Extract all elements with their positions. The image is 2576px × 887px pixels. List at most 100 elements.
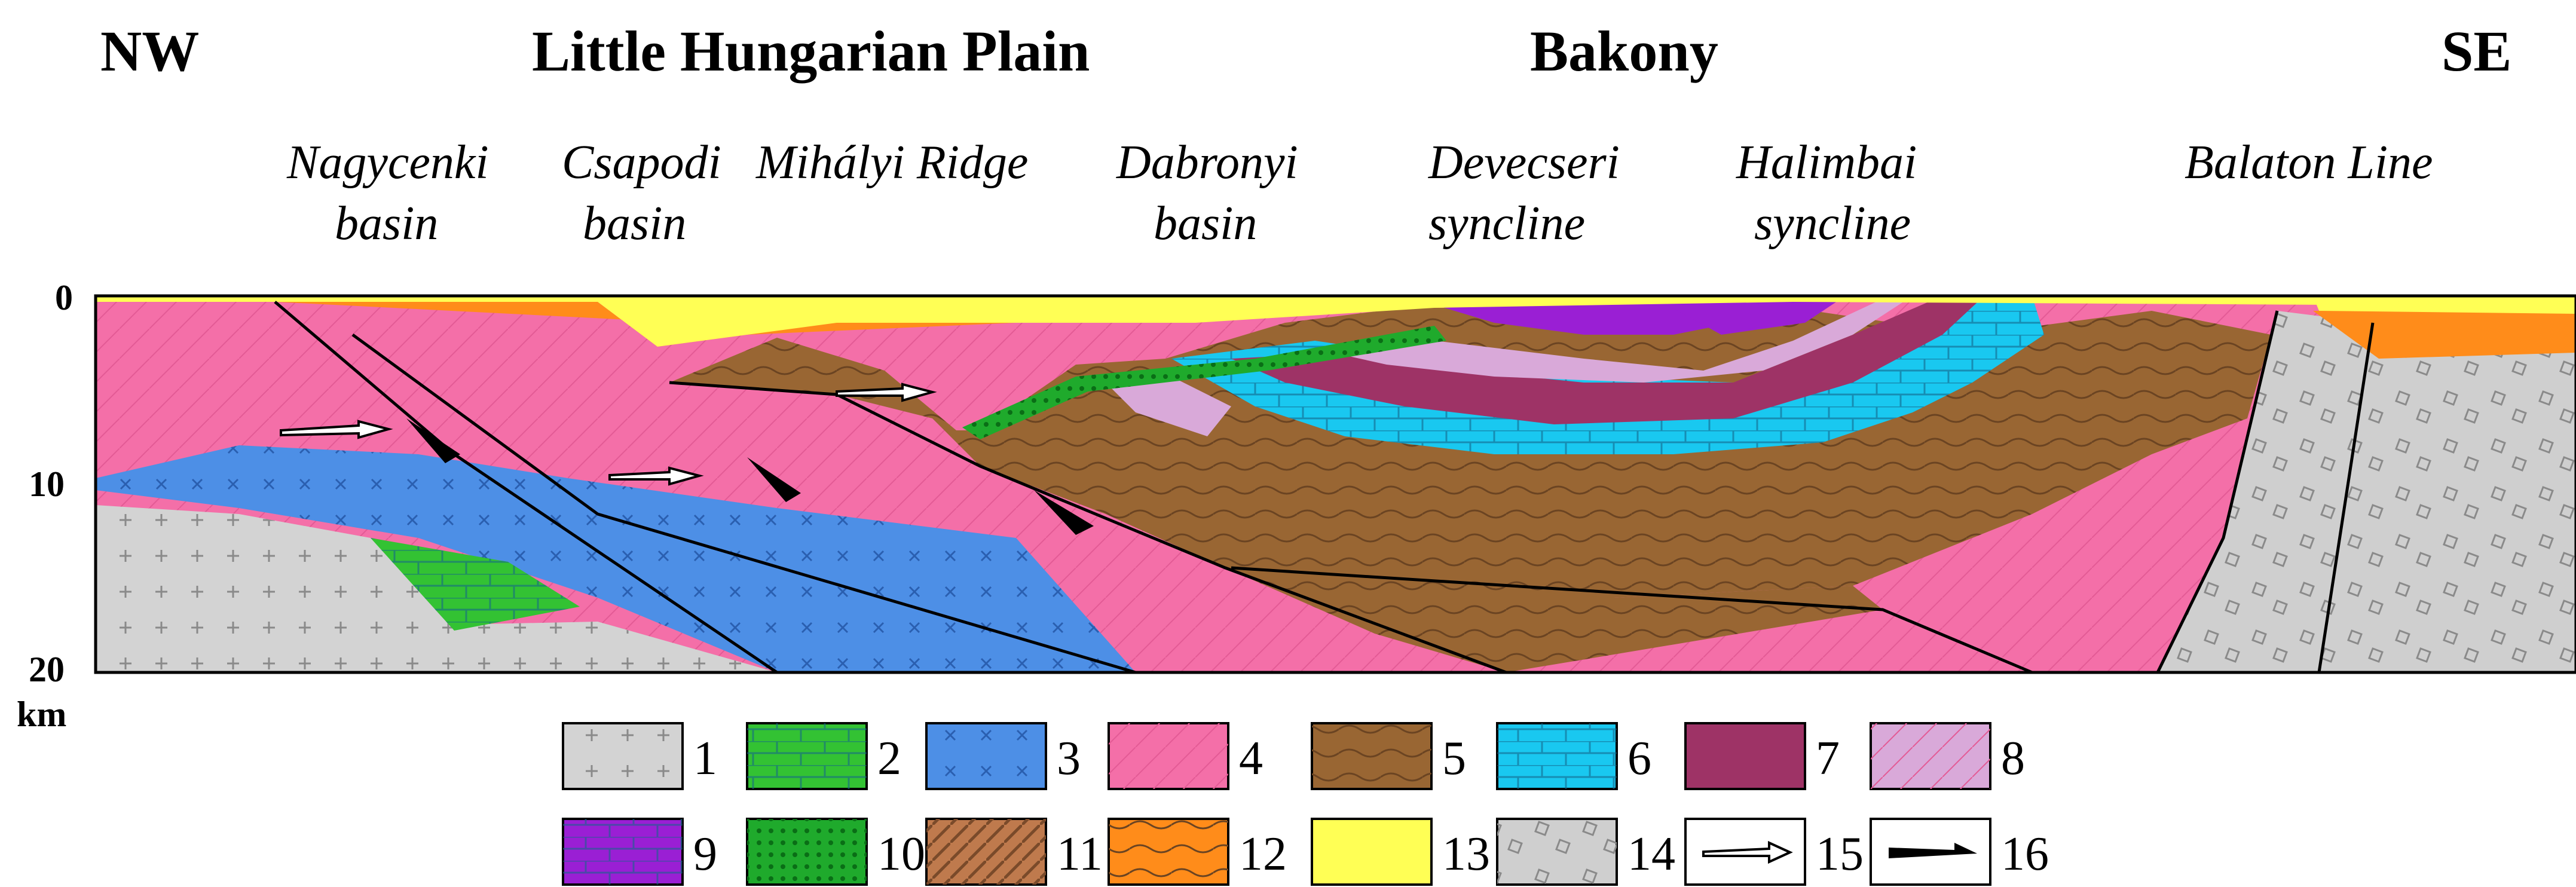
se-label: SE bbox=[2442, 19, 2511, 83]
svg-text:syncline: syncline bbox=[1428, 197, 1585, 250]
svg-text:basin: basin bbox=[583, 197, 686, 250]
unit-9-right bbox=[1662, 299, 1841, 335]
solid-arrow bbox=[1034, 490, 1094, 535]
legend-swatch-pattern bbox=[1109, 819, 1228, 885]
legend-swatch-pattern bbox=[747, 723, 867, 789]
legend-number: 2 bbox=[877, 732, 901, 785]
location-halimbai: Halimbai syncline bbox=[1736, 136, 1917, 250]
legend-item-4: 4 bbox=[1108, 722, 1263, 790]
legend-number: 12 bbox=[1239, 828, 1287, 880]
legend-swatch bbox=[1311, 818, 1433, 886]
legend-swatch-pattern bbox=[1109, 723, 1228, 789]
legend-item-11: 11 bbox=[925, 818, 1103, 886]
legend-swatch-pattern bbox=[563, 723, 683, 789]
svg-text:km: km bbox=[17, 695, 66, 734]
legend-swatch-pattern bbox=[1497, 819, 1617, 885]
legend-number: 14 bbox=[1627, 828, 1675, 880]
open-arrow bbox=[836, 383, 937, 402]
legend-item-2: 2 bbox=[746, 722, 901, 790]
svg-text:Csapodi: Csapodi bbox=[562, 136, 721, 189]
location-csapodi: Csapodi basin bbox=[562, 136, 721, 250]
unit-3-pattern bbox=[96, 445, 1136, 672]
legend-item-9: 9 bbox=[562, 818, 717, 886]
location-balaton: Balaton Line bbox=[2185, 136, 2433, 189]
legend-number: 5 bbox=[1442, 732, 1466, 785]
legend-number: 9 bbox=[693, 828, 717, 880]
open-arrow bbox=[608, 466, 704, 486]
fault-line bbox=[351, 333, 1136, 674]
unit-14-pattern bbox=[2158, 311, 2576, 672]
legend-number: 1 bbox=[693, 732, 717, 785]
legend-number: 13 bbox=[1442, 828, 1490, 880]
unit-8-left bbox=[1106, 377, 1231, 436]
legend-swatch bbox=[1684, 722, 1806, 790]
open-arrow-icon bbox=[1702, 840, 1793, 864]
svg-text:10: 10 bbox=[29, 464, 65, 504]
legend-number: 6 bbox=[1627, 732, 1651, 785]
fault-line bbox=[1231, 566, 2033, 674]
unit-2-pattern bbox=[371, 538, 580, 631]
depth-axis: 0 10 20 km bbox=[17, 278, 73, 734]
open-arrow bbox=[280, 420, 393, 439]
location-nagycenki: Nagycenki basin bbox=[286, 136, 489, 250]
location-devecseri: Devecseri syncline bbox=[1428, 136, 1620, 250]
plain-label: Little Hungarian Plain bbox=[532, 19, 1090, 83]
legend-item-13: 13 bbox=[1311, 818, 1490, 886]
unit-13-right bbox=[2313, 296, 2576, 314]
legend-number: 16 bbox=[2001, 828, 2049, 880]
solid-arrow-icon bbox=[1889, 843, 1977, 858]
fault-line bbox=[2317, 322, 2375, 673]
svg-text:Devecseri: Devecseri bbox=[1428, 136, 1620, 189]
legend-item-1: 1 bbox=[562, 722, 717, 790]
svg-text:syncline: syncline bbox=[1754, 197, 1911, 250]
legend-number: 15 bbox=[1816, 828, 1864, 880]
solid-arrow bbox=[747, 457, 801, 502]
legend-number: 11 bbox=[1057, 828, 1103, 880]
unit-10-pattern bbox=[962, 326, 1446, 439]
svg-text:Halimbai: Halimbai bbox=[1736, 136, 1917, 189]
legend-item-12: 12 bbox=[1108, 818, 1287, 886]
legend-swatch-pattern bbox=[563, 819, 683, 885]
svg-text:basin: basin bbox=[1154, 197, 1257, 250]
legend-number: 3 bbox=[1057, 732, 1081, 785]
fault-line bbox=[669, 381, 1507, 674]
solid-arrow bbox=[406, 418, 460, 463]
legend-swatch-pattern bbox=[1497, 723, 1617, 789]
location-mihalyi: Mihályi Ridge bbox=[755, 136, 1028, 189]
legend-item-14: 14 bbox=[1496, 818, 1675, 886]
legend-item-6: 6 bbox=[1496, 722, 1651, 790]
legend-number: 7 bbox=[1816, 732, 1840, 785]
legend-swatch-pattern bbox=[926, 819, 1046, 885]
legend-number: 4 bbox=[1239, 732, 1263, 785]
unit-12-right bbox=[2313, 311, 2576, 359]
unit-13-cover bbox=[96, 296, 2576, 347]
svg-text:Mihályi Ridge: Mihályi Ridge bbox=[755, 136, 1028, 189]
legend-item-7: 7 bbox=[1684, 722, 1840, 790]
svg-text:basin: basin bbox=[335, 197, 438, 250]
svg-text:Nagycenki: Nagycenki bbox=[286, 136, 489, 189]
legend-number: 10 bbox=[877, 828, 925, 880]
legend-number: 8 bbox=[2001, 732, 2025, 785]
svg-text:0: 0 bbox=[55, 278, 73, 317]
legend-item-16: 16 bbox=[1870, 818, 2049, 886]
legend-item-8: 8 bbox=[1870, 722, 2025, 790]
legend-item-10: 10 bbox=[746, 818, 925, 886]
unit-5-lower-pattern bbox=[1231, 568, 1883, 672]
unit-1-pattern bbox=[96, 505, 777, 672]
legend-swatch-pattern bbox=[1312, 723, 1431, 789]
location-dabronyi: Dabronyi basin bbox=[1116, 136, 1298, 250]
bakony-label: Bakony bbox=[1530, 19, 1718, 83]
legend-swatch-pattern bbox=[747, 819, 867, 885]
unit-7-layer bbox=[1231, 296, 1984, 424]
svg-text:Dabronyi: Dabronyi bbox=[1116, 136, 1298, 189]
legend-swatch-pattern bbox=[926, 723, 1046, 789]
svg-text:20: 20 bbox=[29, 650, 65, 689]
fault-line bbox=[2156, 310, 2279, 674]
unit-8-layer bbox=[1333, 296, 1913, 383]
legend-item-3: 3 bbox=[925, 722, 1081, 790]
unit-6-pattern bbox=[1171, 296, 2044, 454]
svg-text:Balaton Line: Balaton Line bbox=[2185, 136, 2433, 189]
nw-label: NW bbox=[100, 19, 199, 83]
